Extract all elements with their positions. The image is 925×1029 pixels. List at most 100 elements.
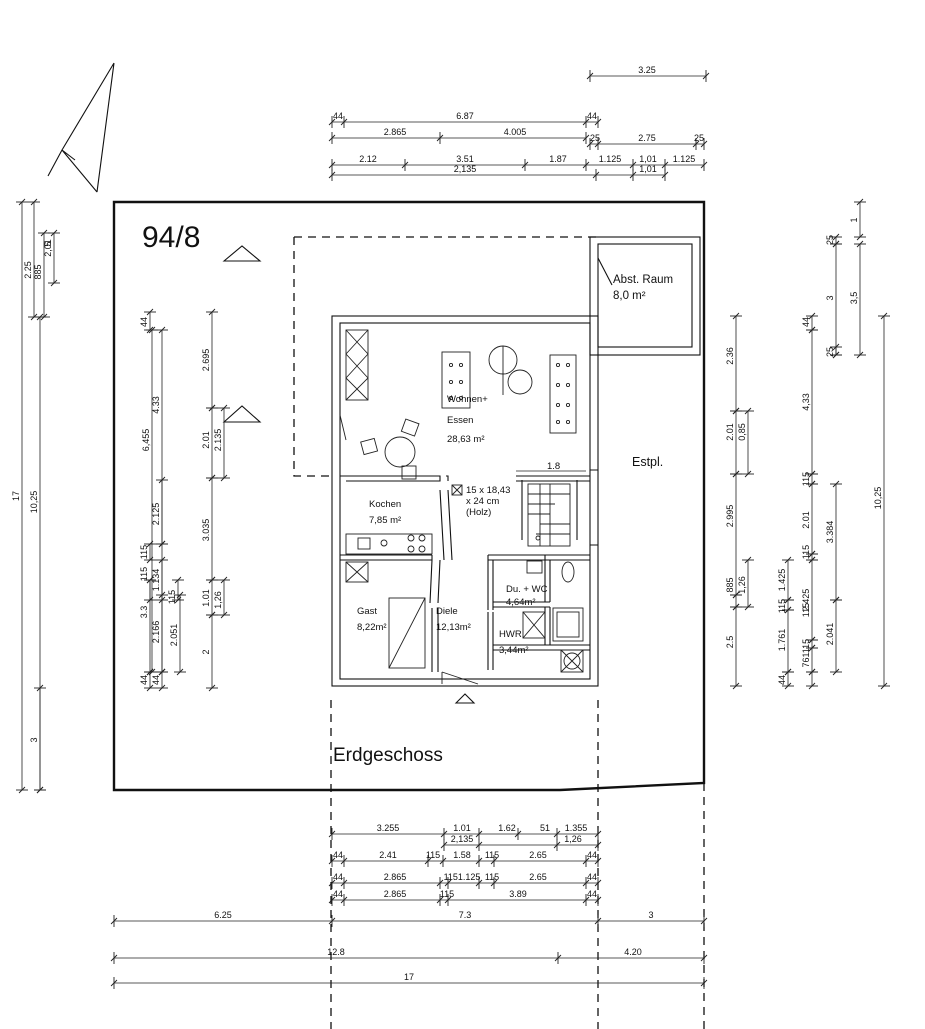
stair-width: 1.8 [547,461,560,472]
kitchen-counter [345,533,433,555]
kochen-area: 7,85 m² [369,515,401,526]
dimension-label: 44 [777,675,787,685]
dimension-tick-slash [732,682,740,690]
dimension-tick-slash [158,326,166,334]
dimension-tick-slash [582,134,590,142]
dimension-tick-slash [158,684,166,692]
dimension-tick-slash [732,470,740,478]
spiral-lamp-icon [488,345,533,395]
dimension-tick-slash [490,857,498,865]
dimension-tick-slash [856,351,864,359]
dimension-tick-slash [808,668,816,676]
living-shelf [549,354,577,434]
dimension-label: 2.65 [529,872,547,882]
dimension-tick-slash [582,879,590,887]
dimension-tick-slash [832,596,840,604]
dimension-label: 6.25 [214,910,232,920]
dimension-tick-slash [30,198,38,206]
dimension-tick-slash [328,830,336,838]
dimension-tick-slash [586,72,594,80]
dimension-tick-slash [808,312,816,320]
dimension-label: 2.125 [151,503,161,526]
dimension-label: 2.995 [725,505,735,528]
dimension-tick-slash [444,879,452,887]
dimension-tick-slash [700,979,708,987]
dimension-tick-slash [808,550,816,558]
dimension-tick-slash [629,161,637,169]
dimension-label: 44 [801,317,811,327]
dimension-label: 6,455 [141,429,151,452]
front-door-swing [441,671,479,685]
dimension-label: 5 [43,241,53,246]
dimension-tick-slash [340,879,348,887]
dimension-tick-slash [700,917,708,925]
dimension-tick-slash [328,896,336,904]
dimension-label: 2,01 [43,239,53,257]
dimension-label: 44 [587,111,597,121]
dimension-label: 1,26 [564,834,582,844]
dimension-tick-slash [732,591,740,599]
dimension-tick-slash [158,591,166,599]
dimension-label: 2.36 [725,347,735,365]
dimension-tick-slash [732,407,740,415]
dimension-tick-slash [832,351,840,359]
dimension-tick-slash [554,954,562,962]
dimension-tick-slash [110,917,118,925]
dimension-tick-slash [340,118,348,126]
dimension-label: 7.3 [459,910,472,920]
dimension-tick-slash [514,830,522,838]
dimension-label: 44 [587,889,597,899]
dimension-label: 17 [404,972,414,982]
roof-slope-marker-2 [222,405,262,423]
parcel-boundary [112,200,706,792]
guest-bed [388,597,426,669]
dimension-tick-slash [146,668,154,676]
dimension-tick-slash [158,476,166,484]
dimension-label: 44 [587,850,597,860]
dimension-tick-slash [784,606,792,614]
dimension-tick-slash [148,326,156,334]
gast-area: 8,22m² [357,622,387,633]
hwr-label: HWR [499,629,522,640]
dimension-tick-slash [340,896,348,904]
dimension-label: 3.384 [825,521,835,544]
dimension-label: 115 [440,889,454,899]
dimension-tick-slash [110,979,118,987]
dimension-label: 115 [801,603,811,617]
dimension-tick-slash [220,404,228,412]
dimension-tick-slash [832,233,840,241]
dimension-label: 761 [801,652,811,667]
dimension-tick-slash [744,470,752,478]
dimension-tick-slash [208,684,216,692]
dimension-label: 1151.125 [444,872,481,882]
dimension-label: 885 [725,577,735,592]
dimension-label: 1,01 [639,164,657,174]
dimension-label: 3 [825,295,835,300]
dimension-tick-slash [36,313,44,321]
dimension-label: 1.01 [453,823,471,833]
staircase [451,483,571,547]
dimension-tick-slash [582,896,590,904]
dimension-tick-slash [18,786,26,794]
dimension-label: 2.01 [801,511,811,529]
dimension-tick-slash [553,841,561,849]
du-wc-label: Du. + WC [506,584,548,595]
dimension-tick-slash [50,279,58,287]
dimension-tick-slash [328,161,336,169]
dimension-tick-slash [436,879,444,887]
dimension-label: 4.005 [504,127,527,137]
dimension-tick-slash [594,118,602,126]
dimension-tick-slash [146,556,154,564]
dimension-tick-slash [880,312,888,320]
dimension-tick-slash [328,118,336,126]
dimension-tick-slash [594,140,602,148]
dimension-tick-slash [401,161,409,169]
hwr-appliance [560,649,584,673]
dimension-tick-slash [328,857,336,865]
dimension-label: 1.58 [453,850,471,860]
dimension-label: 25 [590,133,600,143]
carport-label: Estpl. [632,455,663,469]
bathroom-fixtures [522,560,584,642]
dimension-tick-slash [110,954,118,962]
